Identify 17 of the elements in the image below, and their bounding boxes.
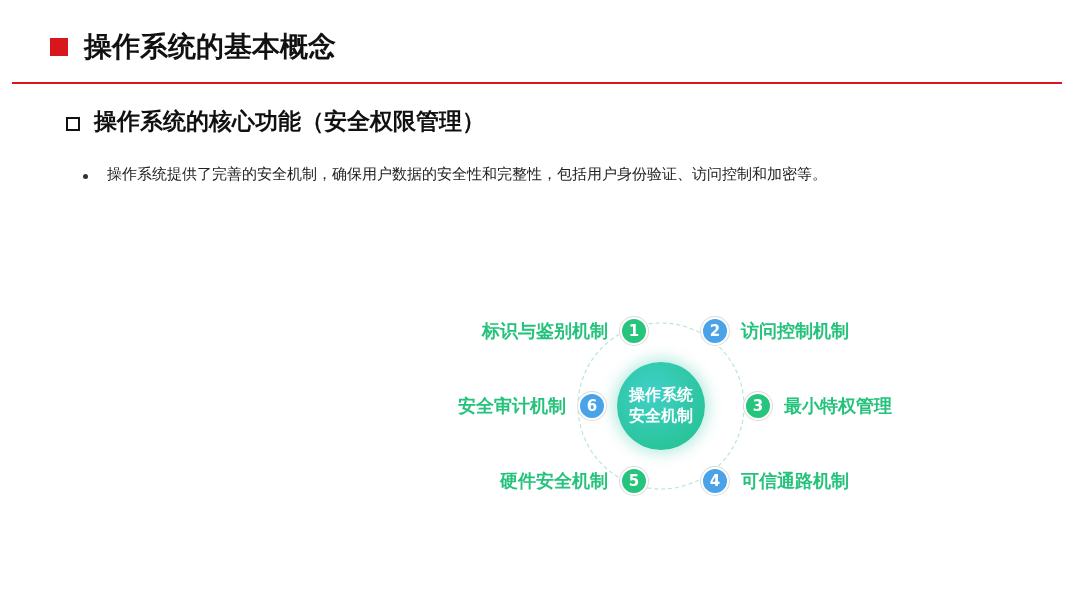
mechanism-label: 标识与鉴别机制 <box>482 319 608 343</box>
slide-title: 操作系统的基本概念 <box>84 29 336 65</box>
step-number: 2 <box>709 323 721 339</box>
step-number: 5 <box>628 473 640 489</box>
mechanism-label: 可信通路机制 <box>741 469 849 493</box>
mechanism-label: 最小特权管理 <box>784 394 892 418</box>
center-circle <box>617 362 705 450</box>
bullet-text: 操作系统提供了完善的安全机制，确保用户数据的安全性和完整性，包括用户身份验证、访问控制和加密等。 <box>107 165 827 184</box>
mechanism-label: 安全审计机制 <box>458 394 566 418</box>
center-label: 操作系统安全机制 <box>627 385 694 427</box>
step-number: 4 <box>709 473 721 489</box>
step-number: 1 <box>628 323 640 339</box>
mechanism-label: 硬件安全机制 <box>500 469 608 493</box>
mechanism-label: 访问控制机制 <box>741 319 849 343</box>
section-heading: 操作系统的核心功能（安全权限管理） <box>94 107 485 136</box>
step-number: 6 <box>586 398 598 414</box>
step-number: 3 <box>752 398 764 414</box>
